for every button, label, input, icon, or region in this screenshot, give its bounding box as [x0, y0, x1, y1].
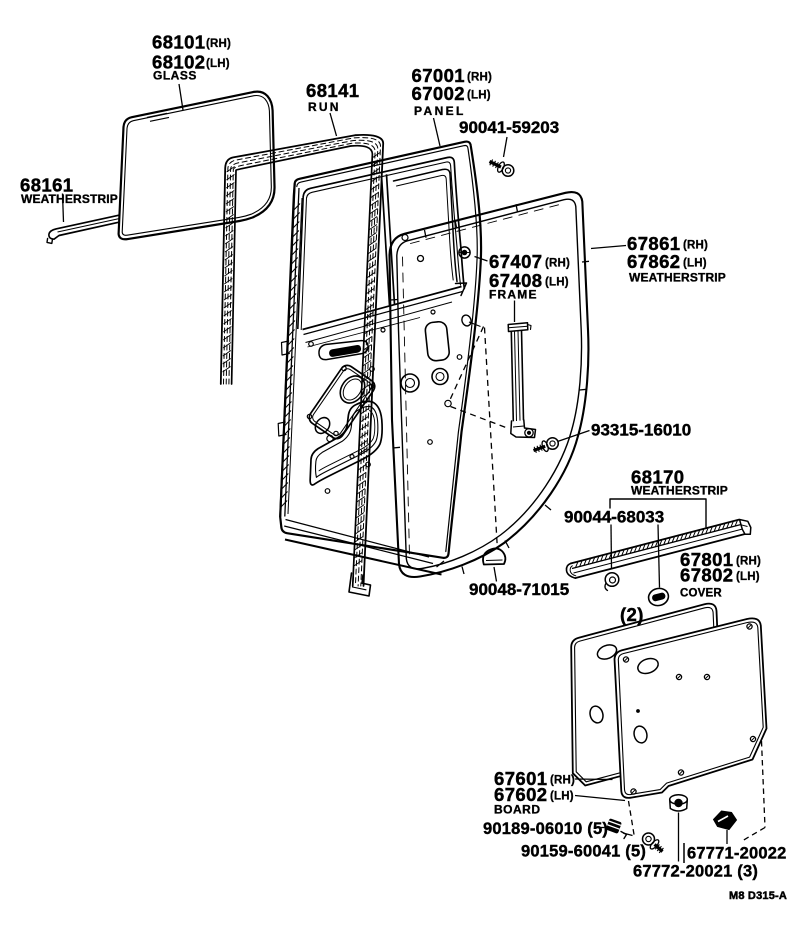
svg-text:(RH): (RH) — [550, 775, 575, 787]
svg-text:PANEL: PANEL — [414, 104, 466, 118]
svg-text:(RH): (RH) — [736, 556, 761, 568]
svg-text:90159-60041 (5): 90159-60041 (5) — [521, 843, 646, 861]
svg-text:90044-68033: 90044-68033 — [564, 508, 664, 527]
svg-text:67407: 67407 — [489, 251, 542, 272]
svg-text:90048-71015: 90048-71015 — [469, 580, 569, 599]
svg-text:90189-06010 (5): 90189-06010 (5) — [483, 820, 608, 838]
svg-text:67772-20021 (3): 67772-20021 (3) — [633, 863, 758, 881]
svg-text:67002: 67002 — [412, 83, 465, 104]
svg-text:COVER: COVER — [680, 588, 722, 600]
svg-text:BOARD: BOARD — [494, 803, 541, 817]
svg-text:93315-16010: 93315-16010 — [591, 421, 691, 440]
svg-text:67408: 67408 — [489, 270, 542, 291]
svg-text:(RH): (RH) — [467, 72, 492, 84]
svg-text:67771-20022: 67771-20022 — [687, 845, 786, 863]
svg-text:68101: 68101 — [152, 32, 205, 53]
svg-text:67862: 67862 — [627, 251, 680, 272]
svg-text:(RH): (RH) — [683, 240, 708, 252]
svg-text:(LH): (LH) — [206, 58, 230, 70]
svg-text:(LH): (LH) — [550, 791, 574, 803]
svg-text:68170: 68170 — [631, 467, 684, 488]
svg-text:(LH): (LH) — [683, 258, 707, 270]
svg-text:(LH): (LH) — [736, 571, 760, 583]
svg-text:68102: 68102 — [152, 52, 205, 73]
svg-text:68161: 68161 — [20, 175, 73, 196]
svg-text:(LH): (LH) — [467, 90, 491, 102]
svg-text:M8 D315-A: M8 D315-A — [729, 890, 787, 902]
svg-text:GLASS: GLASS — [153, 69, 197, 83]
svg-text:(2): (2) — [620, 604, 644, 625]
svg-text:WEATHERSTRIP: WEATHERSTRIP — [21, 192, 118, 206]
svg-text:WEATHERSTRIP: WEATHERSTRIP — [631, 484, 728, 498]
svg-text:67861: 67861 — [627, 233, 680, 254]
svg-text:(RH): (RH) — [545, 258, 570, 270]
svg-text:(LH): (LH) — [545, 277, 569, 289]
svg-text:67801: 67801 — [680, 549, 733, 570]
svg-text:FRAME: FRAME — [489, 288, 538, 302]
svg-text:(RH): (RH) — [206, 38, 231, 50]
svg-text:67001: 67001 — [412, 65, 465, 86]
svg-text:WEATHERSTRIP: WEATHERSTRIP — [629, 271, 726, 285]
svg-text:RUN: RUN — [308, 100, 341, 114]
svg-text:68141: 68141 — [306, 80, 359, 101]
svg-text:67602: 67602 — [494, 784, 547, 805]
svg-text:67601: 67601 — [494, 768, 547, 789]
svg-text:90041-59203: 90041-59203 — [459, 118, 559, 137]
svg-text:67802: 67802 — [680, 565, 733, 586]
